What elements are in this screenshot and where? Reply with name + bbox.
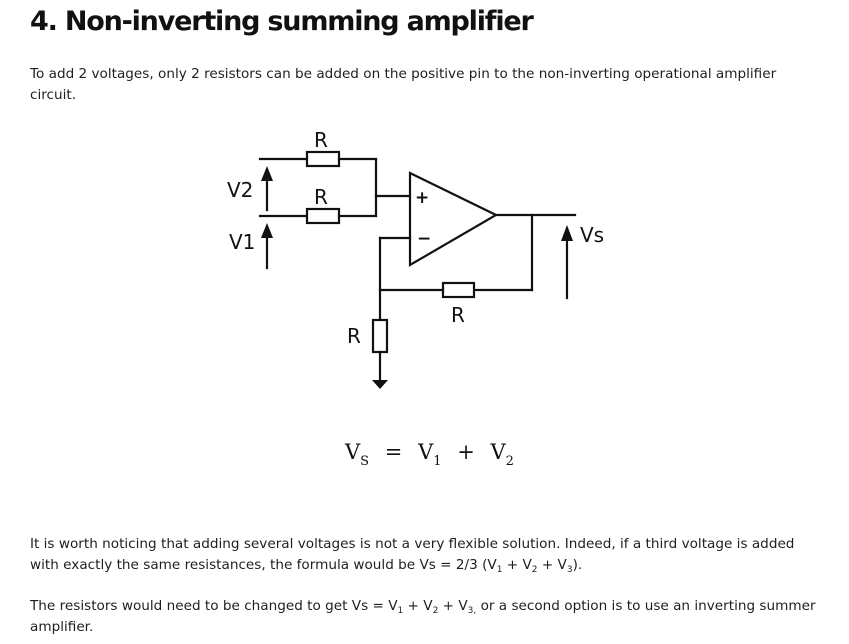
opamp-plus: + — [415, 188, 429, 208]
section-title: 4. Non-inverting summing amplifier — [30, 6, 534, 37]
label-v2: V2 — [227, 178, 253, 202]
resistor-top — [305, 150, 341, 168]
vs-arrow-head — [561, 225, 573, 241]
label-r-top: R — [314, 128, 328, 152]
note-paragraph: It is worth noticing that adding several… — [30, 536, 795, 575]
label-vs: Vs — [580, 223, 604, 247]
resistor-ground — [371, 318, 389, 354]
resistor-middle — [305, 207, 341, 225]
label-v1: V1 — [229, 230, 255, 254]
label-r-middle: R — [314, 185, 328, 209]
v2-arrow-head — [261, 166, 273, 181]
v1-arrow-head — [261, 223, 273, 238]
label-r-ground: R — [347, 324, 361, 348]
opamp-symbol — [408, 171, 499, 267]
opamp-minus: − — [417, 229, 431, 249]
intro-paragraph: To add 2 voltages, only 2 resistors can … — [30, 66, 777, 103]
summing-formula: VS = V1 + V2 — [345, 440, 514, 469]
solution-paragraph: The resistors would need to be changed t… — [30, 598, 816, 635]
label-r-feedback: R — [451, 303, 465, 327]
resistor-feedback — [441, 281, 476, 299]
ground-arrow-icon — [372, 380, 388, 389]
